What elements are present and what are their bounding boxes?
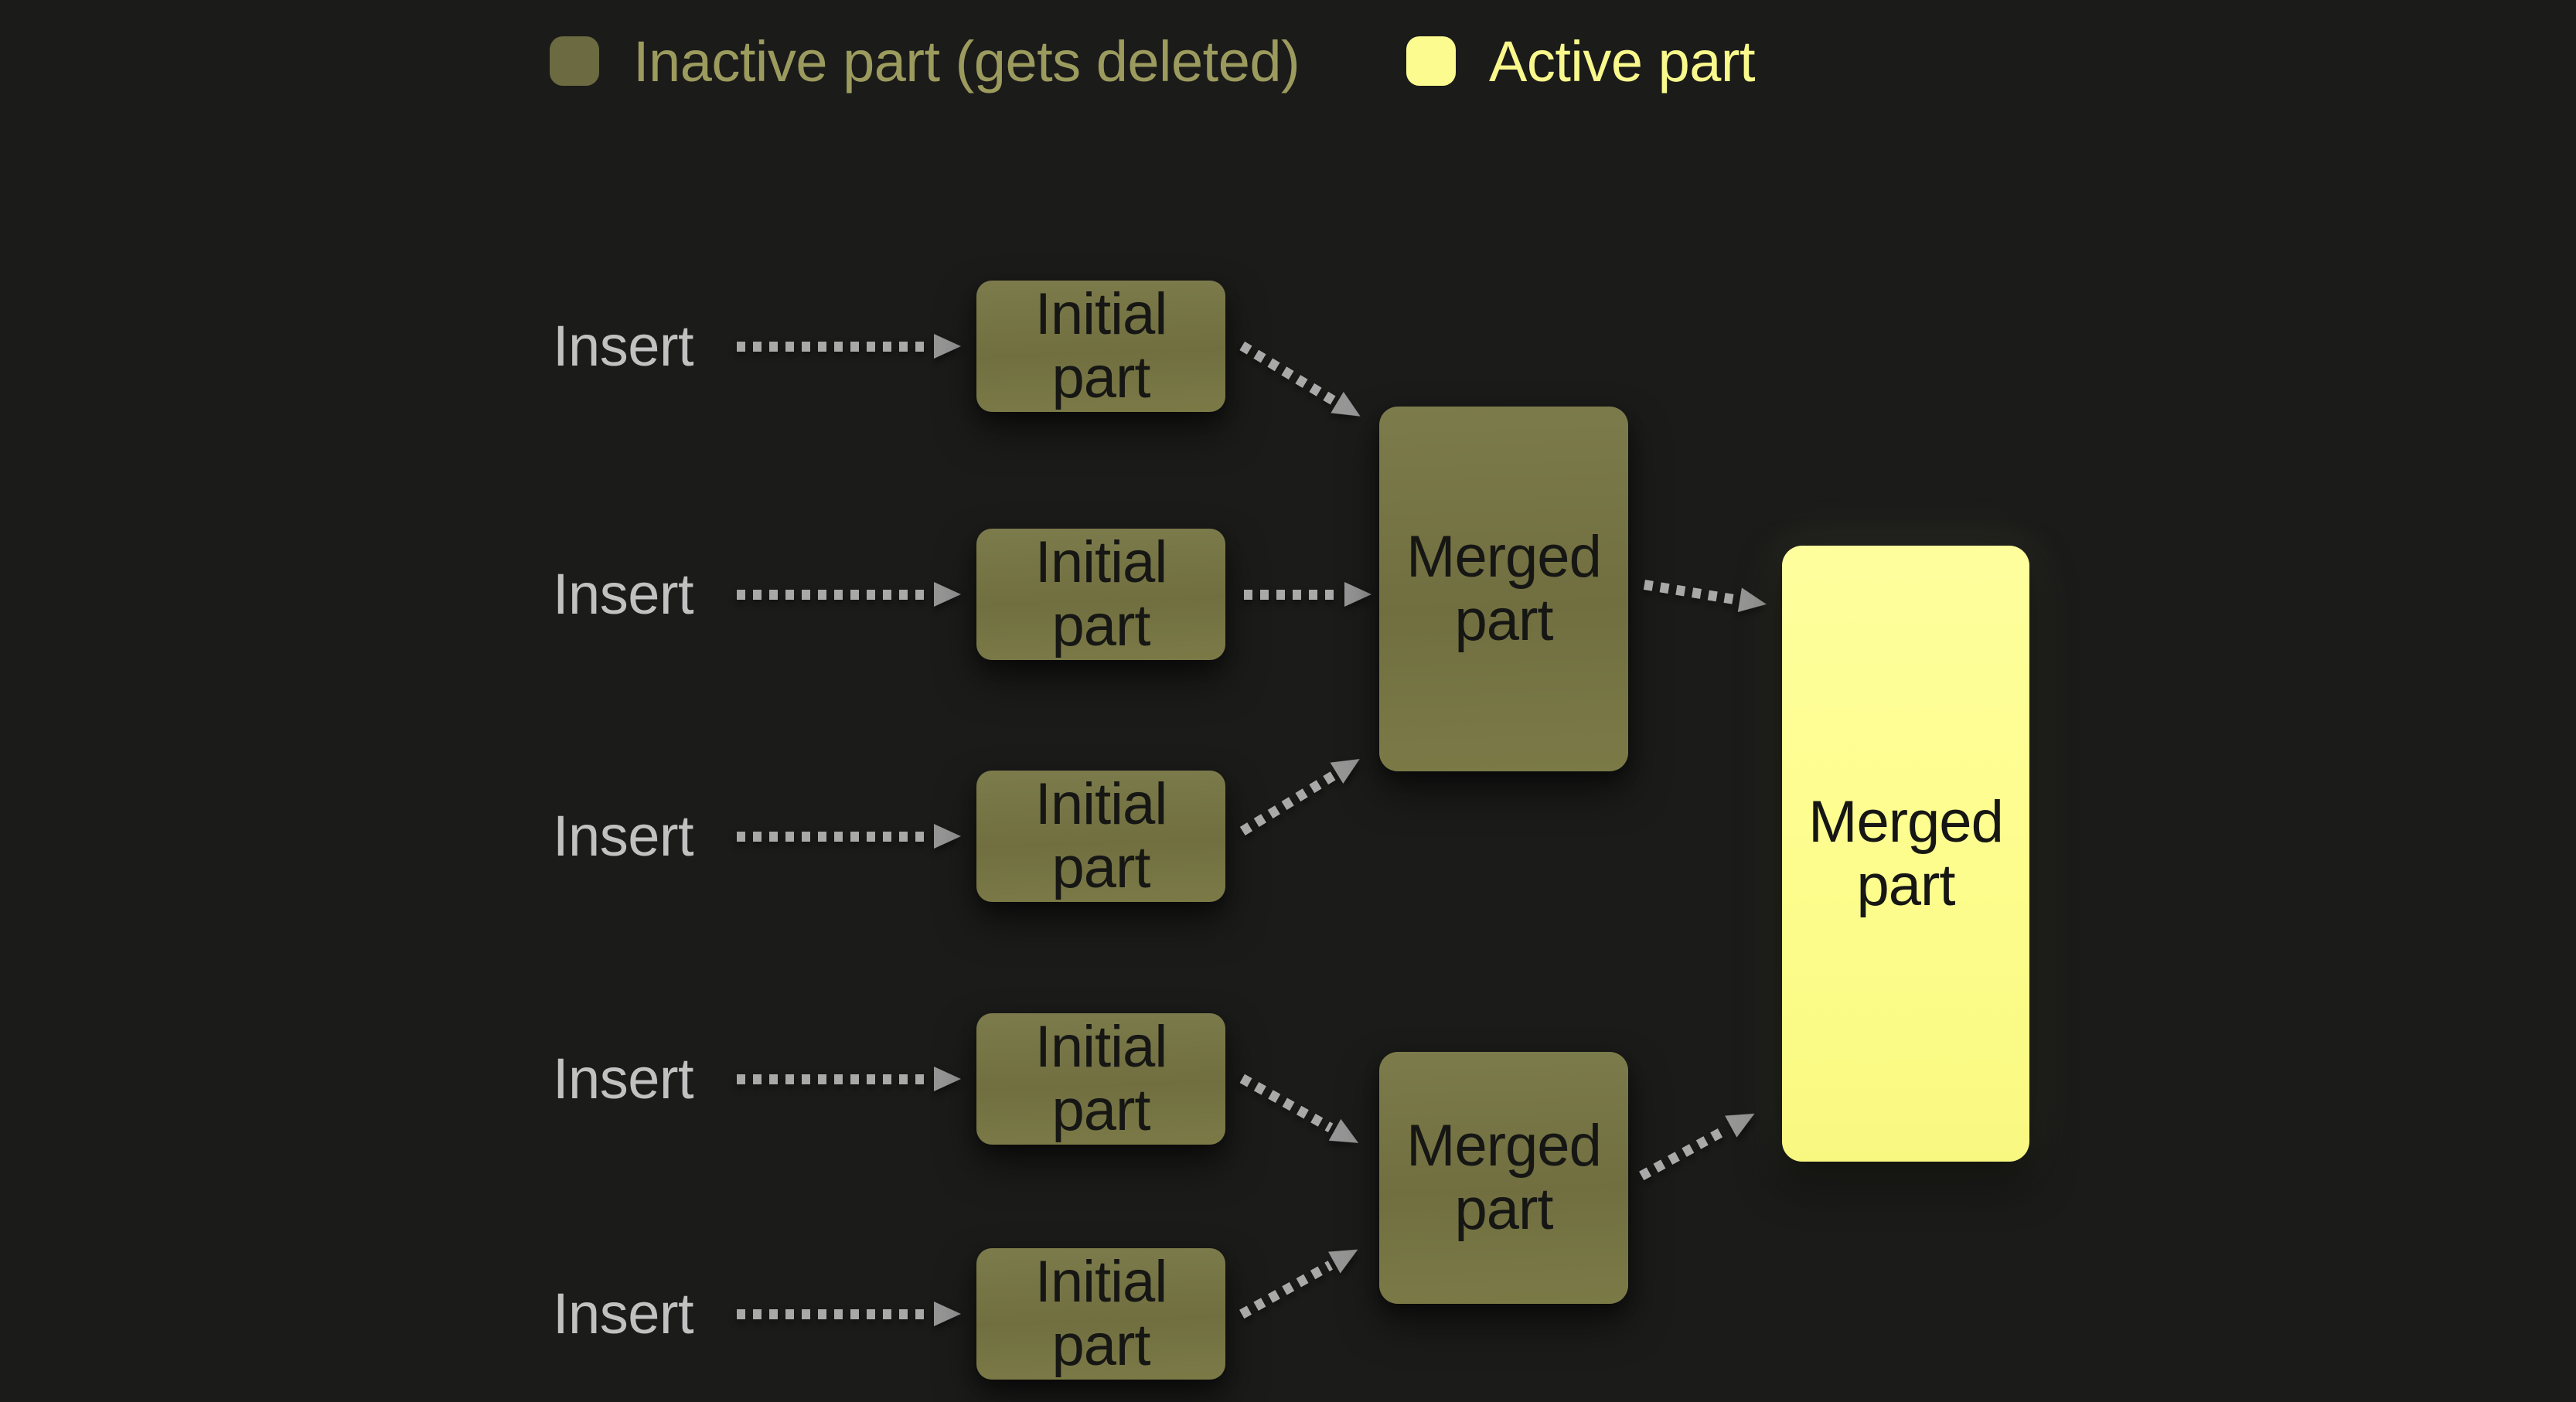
arrow-dashes [1638, 1124, 1729, 1180]
insert-arrow [737, 581, 961, 607]
insert-label: Insert [553, 1046, 694, 1111]
initial-part-box: Initial part [976, 1248, 1225, 1380]
initial-part-box: Initial part [976, 771, 1225, 902]
arrow-dashes [1239, 771, 1336, 835]
merge-arrow [1236, 1067, 1365, 1155]
arrowhead-icon [934, 334, 961, 359]
inactive-part-swatch-icon [550, 36, 599, 86]
initial-part-box: Initial part [976, 529, 1225, 660]
arrow-dashes [737, 341, 929, 352]
initial-part-box: Initial part [976, 1013, 1225, 1145]
arrow-dashes [1239, 341, 1336, 405]
arrow-dashes [1643, 579, 1736, 604]
arrow-dashes [737, 1074, 929, 1084]
arrowhead-icon [934, 582, 961, 607]
insert-arrow [737, 333, 961, 359]
insert-arrow [737, 1066, 961, 1092]
insert-arrow [737, 1301, 961, 1327]
arrow-dashes [1239, 1260, 1333, 1319]
insert-label: Insert [553, 562, 694, 626]
legend-label-inactive: Inactive part (gets deleted) [633, 29, 1300, 94]
active-part-swatch-icon [1406, 36, 1456, 86]
merge-arrow [1642, 571, 1769, 617]
arrowhead-icon [1328, 1118, 1365, 1154]
insert-label: Insert [553, 314, 694, 378]
arrowhead-icon [1344, 582, 1371, 607]
arrow-dashes [1244, 589, 1340, 600]
arrowhead-icon [1737, 587, 1769, 617]
insert-label: Insert [553, 804, 694, 868]
merged-part-box: Merged part [1379, 407, 1628, 771]
arrowhead-icon [934, 1067, 961, 1091]
arrowhead-icon [934, 824, 961, 849]
arrow-dashes [1239, 1074, 1334, 1132]
merge-arrow [1235, 748, 1367, 842]
merge-arrow [1235, 334, 1367, 427]
legend-label-active: Active part [1489, 29, 1756, 94]
insert-arrow [737, 823, 961, 849]
initial-part-box: Initial part [976, 281, 1225, 412]
merge-arrow [1635, 1102, 1761, 1187]
arrowhead-icon [1725, 1102, 1761, 1138]
arrowhead-icon [1330, 748, 1367, 784]
arrowhead-icon [1331, 391, 1367, 427]
insert-label: Insert [553, 1281, 694, 1346]
active-merged-part-box: Merged part [1782, 546, 2029, 1162]
arrow-dashes [737, 831, 929, 842]
merge-arrow [1235, 1238, 1365, 1325]
arrowhead-icon [1328, 1238, 1365, 1274]
merged-part-box: Merged part [1379, 1052, 1628, 1304]
arrow-dashes [737, 1308, 929, 1319]
merge-arrow [1244, 581, 1371, 607]
arrow-dashes [737, 589, 929, 600]
arrowhead-icon [934, 1302, 961, 1326]
